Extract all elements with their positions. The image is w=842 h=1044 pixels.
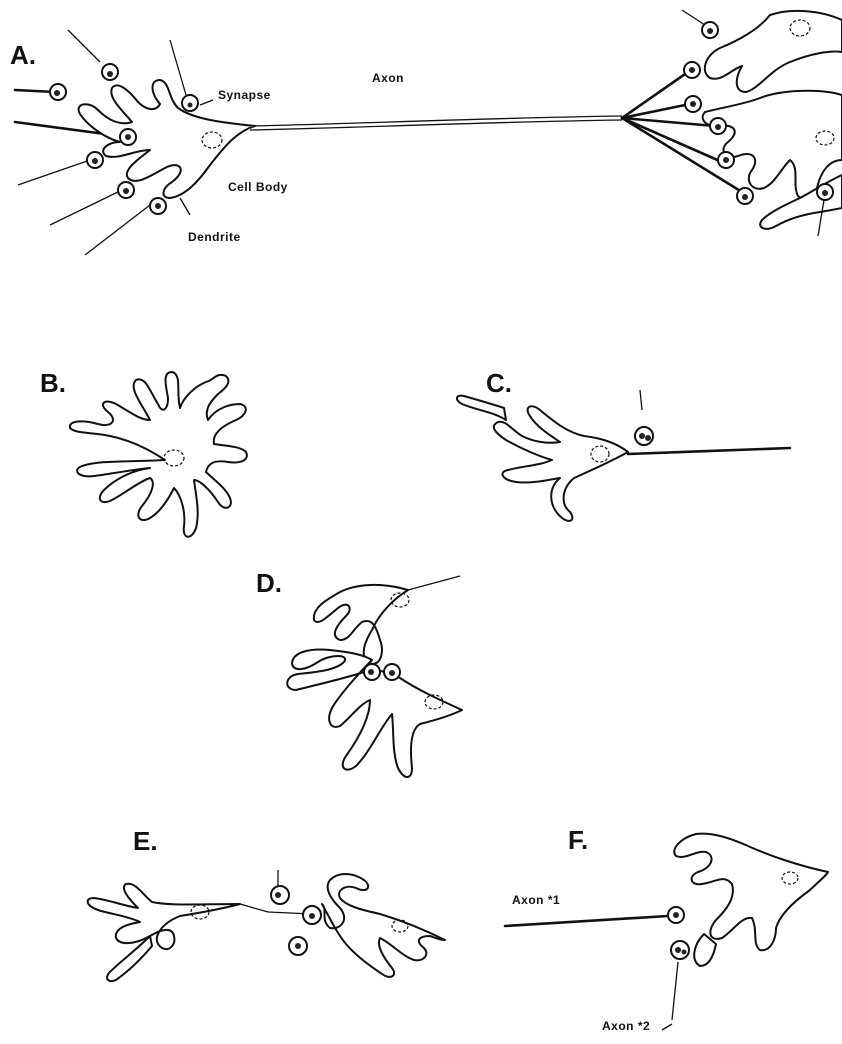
synapse-label: Synapse [218, 88, 271, 102]
axon-1-label: Axon *1 [512, 893, 560, 907]
synapse-pointer [200, 100, 213, 105]
panel-a-letter: A. [10, 40, 36, 71]
synapse-terminal [684, 62, 700, 78]
synapse-terminal [710, 118, 726, 134]
synapse-terminal [364, 664, 380, 680]
axon-2-pointer [662, 1024, 672, 1030]
incoming-axon [68, 30, 100, 62]
incoming-axon [18, 160, 90, 185]
panel-f-letter: F. [568, 825, 588, 856]
dendrite-pointer [180, 198, 190, 215]
stellate-cell-body [70, 372, 247, 537]
synapse-terminal [671, 941, 689, 959]
synapse-terminal [718, 152, 734, 168]
synapse-terminal [289, 937, 307, 955]
cell-body-label: Cell Body [228, 180, 288, 194]
incoming-axon [85, 205, 150, 255]
incoming-axon [50, 190, 122, 225]
synapse-terminal [384, 664, 400, 680]
axon-line [628, 448, 790, 454]
postsynaptic-neuron [674, 834, 828, 951]
presynaptic-neuron [88, 884, 240, 949]
axon-label: Axon [372, 71, 404, 85]
synapse-terminal [682, 10, 718, 38]
incoming-axon [640, 390, 642, 410]
panel-b-neuron [70, 372, 247, 537]
synapse-terminal [150, 198, 166, 214]
axon-2-label: Axon *2 [602, 1019, 650, 1033]
panel-c-letter: C. [486, 368, 512, 399]
axon-line [240, 904, 268, 912]
incoming-axon [170, 40, 186, 95]
panel-d-letter: D. [256, 568, 282, 599]
synapse-terminal [303, 906, 321, 924]
target-neuron [705, 11, 842, 92]
panel-b-letter: B. [40, 368, 66, 399]
panel-c-neuron [457, 390, 790, 521]
incoming-axon [15, 90, 55, 92]
axon-line [408, 576, 460, 590]
synapse-terminal [635, 427, 653, 445]
synapse-terminal [102, 64, 118, 80]
axon-2-line [672, 962, 678, 1020]
synapse-terminal [118, 182, 134, 198]
postsynaptic-neuron [322, 874, 445, 977]
dendrite [457, 396, 506, 420]
panel-e-letter: E. [133, 826, 158, 857]
panel-d-neuron [287, 576, 462, 777]
cell-body [494, 406, 628, 521]
panel-a-neuron [15, 10, 842, 255]
synapse-terminal [120, 129, 136, 145]
synapse-terminal [668, 907, 684, 923]
synapse-terminal [182, 95, 198, 111]
synapse-terminal [87, 152, 103, 168]
dendrite-label: Dendrite [188, 230, 241, 244]
synapse-terminal [685, 96, 701, 112]
target-neuron [703, 91, 842, 199]
synapse-terminal [50, 84, 66, 100]
panel-f-neuron [505, 834, 828, 1030]
synapse-terminal [737, 188, 753, 204]
axon-1-line [505, 916, 668, 926]
synapse-terminal [271, 886, 289, 904]
panel-e-neuron [88, 870, 445, 981]
